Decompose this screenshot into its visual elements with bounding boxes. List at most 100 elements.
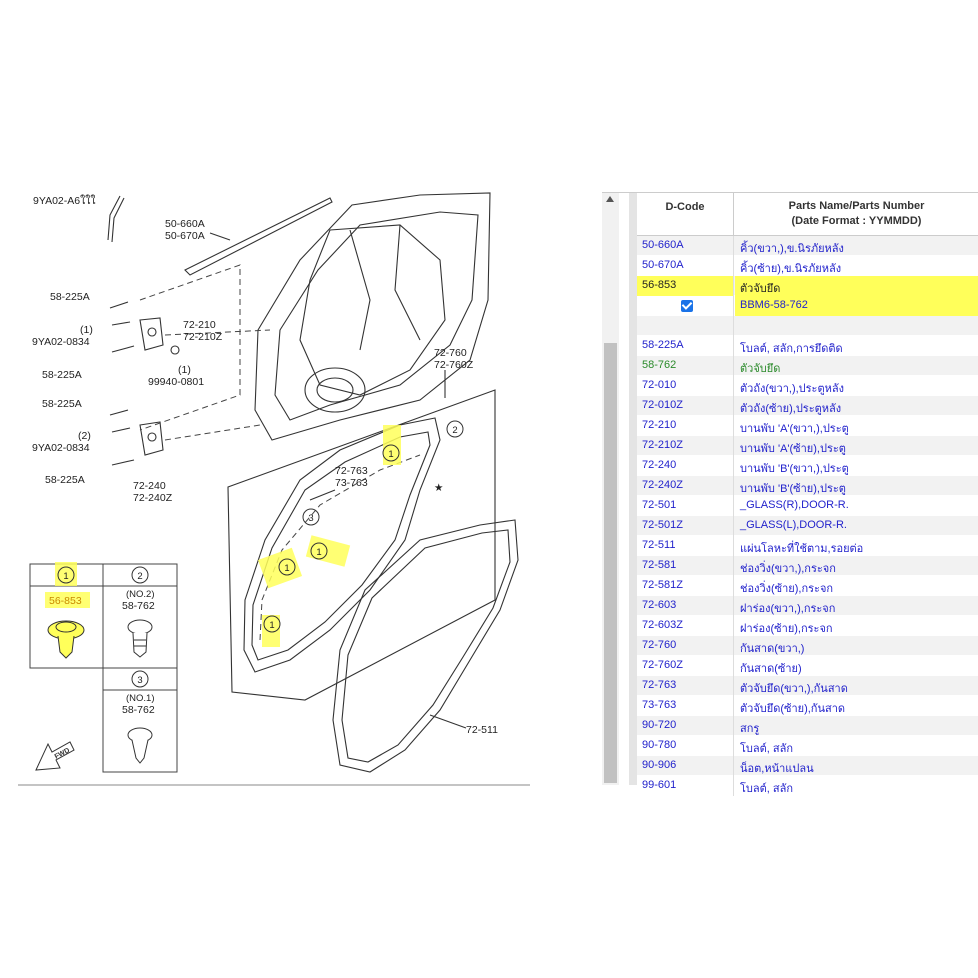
label-72-760Z: 72-760Z xyxy=(434,359,474,371)
table-row[interactable]: 72-760 กันสาด(ขวา,) xyxy=(637,636,978,656)
star-mark: ★ xyxy=(434,482,444,494)
panel-divider xyxy=(629,193,637,785)
seal-72-511 xyxy=(332,519,519,773)
row-name: กันสาด(ขวา,) xyxy=(740,643,805,655)
row-checkbox[interactable] xyxy=(681,300,693,312)
row-code[interactable]: 50-660A xyxy=(637,236,734,256)
row-code[interactable] xyxy=(637,316,734,336)
label-9YA02-A6: 9YA02-A6ใใใ xyxy=(33,194,95,207)
label-72-210Z: 72-210Z xyxy=(183,331,223,343)
table-header: D-Code Parts Name/Parts Number (Date For… xyxy=(637,193,978,236)
row-code[interactable]: 72-240 xyxy=(637,456,734,476)
legend-part-58-762: 58-762 xyxy=(122,600,155,612)
row-code[interactable]: 72-240Z xyxy=(637,476,734,496)
label-72-763: 72-763 xyxy=(335,465,368,477)
legend-part-58-762: 58-762 xyxy=(122,704,155,716)
row-name: ฝาร่อง(ซ้าย),กระจก xyxy=(740,623,833,635)
svg-text:1: 1 xyxy=(316,547,321,558)
row-name: โบลต์, สลัก xyxy=(740,743,794,755)
row-code[interactable]: 58-225A xyxy=(637,336,734,356)
row-name: คิ้ว(ซ้าย),ข.นิรภัยหลัง xyxy=(740,263,842,275)
row-code[interactable] xyxy=(637,296,734,316)
table-row[interactable]: 50-670A คิ้ว(ซ้าย),ข.นิรภัยหลัง xyxy=(637,256,978,276)
row-code[interactable]: 72-760 xyxy=(637,636,734,656)
table-row[interactable]: 90-780 โบลต์, สลัก xyxy=(637,736,978,756)
row-name: บานพับ 'B'(ขวา,),ประตู xyxy=(740,463,849,475)
table-row[interactable]: 72-763 ตัวจับยึด(ขวา,),กันสาด xyxy=(637,676,978,696)
row-code[interactable]: 99-601 xyxy=(637,776,734,796)
row-code[interactable]: 73-763 xyxy=(637,696,734,716)
table-row[interactable]: 72-501Z _GLASS(L),DOOR-R. xyxy=(637,516,978,536)
row-code[interactable]: 72-760Z xyxy=(637,656,734,676)
row-name: คิ้ว(ขวา,),ข.นิรภัยหลัง xyxy=(740,243,844,255)
clip-58-762-no1-icon xyxy=(127,727,153,764)
row-code[interactable]: 72-210Z xyxy=(637,436,734,456)
svg-text:1: 1 xyxy=(269,620,274,631)
row-name: ตัวจับยึด(ขวา,),กันสาด xyxy=(740,683,848,695)
row-code[interactable]: 72-603Z xyxy=(637,616,734,636)
svg-text:1: 1 xyxy=(388,449,393,460)
row-code[interactable]: 72-501Z xyxy=(637,516,734,536)
legend-part-56-853: 56-853 xyxy=(49,595,82,607)
row-code[interactable]: 72-581 xyxy=(637,556,734,576)
label-99940-0801: 99940-0801 xyxy=(148,376,204,388)
row-name: ตัวจับยึด xyxy=(735,276,978,296)
table-row[interactable] xyxy=(637,316,978,336)
row-code[interactable]: 72-010 xyxy=(637,376,734,396)
row-code[interactable]: 56-853 xyxy=(637,276,734,296)
label-qty: (1) xyxy=(80,324,93,336)
scrollbar-thumb[interactable] xyxy=(604,343,617,783)
table-row[interactable]: BBM6-58-762 xyxy=(637,296,978,316)
hinge-lower xyxy=(109,409,164,466)
row-code[interactable]: 72-210 xyxy=(637,416,734,436)
scroll-up-arrow-icon[interactable] xyxy=(606,196,614,202)
scrollbar[interactable] xyxy=(602,193,619,785)
row-code[interactable]: 72-010Z xyxy=(637,396,734,416)
label-58-225A: 58-225A xyxy=(45,474,85,486)
svg-text:2: 2 xyxy=(452,425,457,436)
row-code[interactable]: 72-511 xyxy=(637,536,734,556)
table-body: 50-660A คิ้ว(ขวา,),ข.นิรภัยหลัง 50-670A คิ้… xyxy=(637,236,978,796)
row-code[interactable]: 90-720 xyxy=(637,716,734,736)
row-name: โบลต์, สลัก xyxy=(740,783,794,795)
table-row[interactable]: 99-601 โบลต์, สลัก xyxy=(637,776,978,796)
legend-sub-no1: (NO.1) xyxy=(126,693,155,704)
table-row[interactable]: 72-760Z กันสาด(ซ้าย) xyxy=(637,656,978,676)
weatherstrip-72-760 xyxy=(243,417,441,673)
table-row[interactable]: 72-501 _GLASS(R),DOOR-R. xyxy=(637,496,978,516)
row-code[interactable]: 72-763 xyxy=(637,676,734,696)
row-code[interactable]: 50-670A xyxy=(637,256,734,276)
legend-table: 1 56-853 2 (NO.2) 58-762 3 (NO.1) 58-762 xyxy=(29,562,178,773)
row-code[interactable]: 90-780 xyxy=(637,736,734,756)
row-code[interactable]: 72-501 xyxy=(637,496,734,516)
row-code[interactable]: 90-906 xyxy=(637,756,734,776)
row-code[interactable]: 72-581Z xyxy=(637,576,734,596)
row-name: กันสาด(ซ้าย) xyxy=(740,663,802,675)
row-code[interactable]: 72-603 xyxy=(637,596,734,616)
row-name: _GLASS(R),DOOR-R. xyxy=(740,499,849,511)
parts-diagram: 1 1 1 1 2 3 9YA02-A6ใใใ 50-660A 50-670A … xyxy=(18,192,530,786)
table-row[interactable]: 50-660A คิ้ว(ขวา,),ข.นิรภัยหลัง xyxy=(637,236,978,256)
table-row[interactable]: 72-603Z ฝาร่อง(ซ้าย),กระจก xyxy=(637,616,978,636)
legend-num-2: 2 xyxy=(137,571,142,582)
clip-56-853-icon xyxy=(47,620,85,659)
row-name: _GLASS(L),DOOR-R. xyxy=(740,519,847,531)
table-row[interactable]: 72-240 บานพับ 'B'(ขวา,),ประตู xyxy=(637,456,978,476)
row-code[interactable]: 58-762 xyxy=(637,356,734,376)
row-name xyxy=(735,316,978,336)
